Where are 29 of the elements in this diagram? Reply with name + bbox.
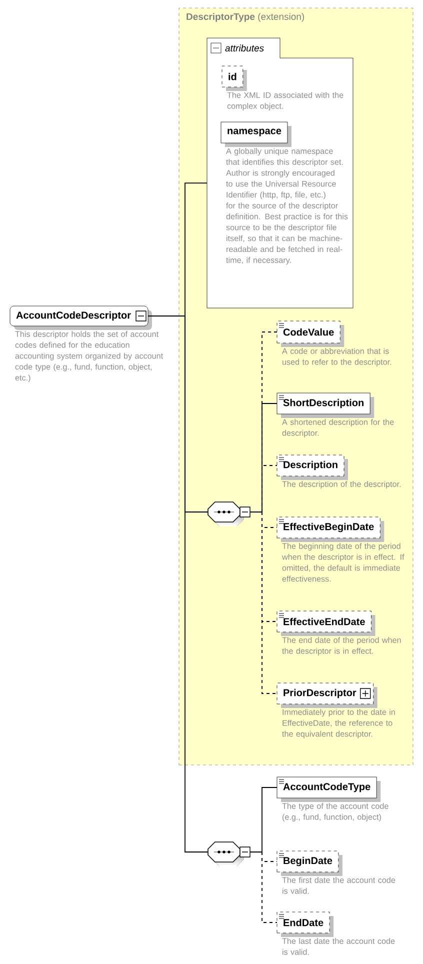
sequence-compositor [208,842,250,866]
connector-line [148,316,208,852]
element-box: PriorDescriptor [276,682,378,708]
description-text: The last date the account code is valid. [282,938,395,955]
description-text: The XML ID associated with the complex object. [227,92,344,110]
element-box: AccountCodeDescriptor [10,306,152,330]
description-text: The description of the descriptor. [282,481,401,489]
description-text: Immediately prior to the date in EffectiveDate, the reference to the equivalent descriptor. [282,709,395,738]
description-text: This descriptor holds the set of account codes defined for the education accounting system organized by account code type (e.g., fund, function, object, etc.) [15,331,164,382]
description-text: The end date of the period when the descriptor is in effect. [282,637,401,656]
element-box: Description [276,454,348,480]
element-box: AccountCodeType [276,776,381,802]
description-text: The first date the account code is valid. [282,877,396,894]
element-box: ShortDescription [276,392,374,418]
element-box: EffectiveEndDate [276,610,376,636]
attribute-box: id [222,66,247,92]
connector-line [250,512,278,694]
element-box: EndDate [276,912,334,937]
description-text: A globally unique namespace that identifies this descriptor set. Author is strongly encouraged to use the Universal Resource Identifier (http, ftp, file, etc.) for the source of the descriptor definition. Best practice is for this source to be the descriptor file itself, so that it can be machine-readable and be fetched in real-time, if necessary. [226,148,348,265]
element-box: EffectiveBeginDate [276,516,384,542]
attribute-box: namespace [220,122,292,148]
connector-line [250,852,278,923]
element-box: CodeValue [276,320,344,347]
description-text: The type of the account code (e.g., fund, function, object) [282,803,388,822]
description-text: The beginning date of the period when the descriptor is in effect. If omitted, the default is immediate effectiveness. [282,543,404,582]
sequence-compositor [208,502,250,526]
element-box: BeginDate [276,850,342,876]
description-text: A shortened description for the descriptor. [282,419,394,438]
description-text: A code or abbreviation that is used to refer to the descriptor. [282,348,392,366]
